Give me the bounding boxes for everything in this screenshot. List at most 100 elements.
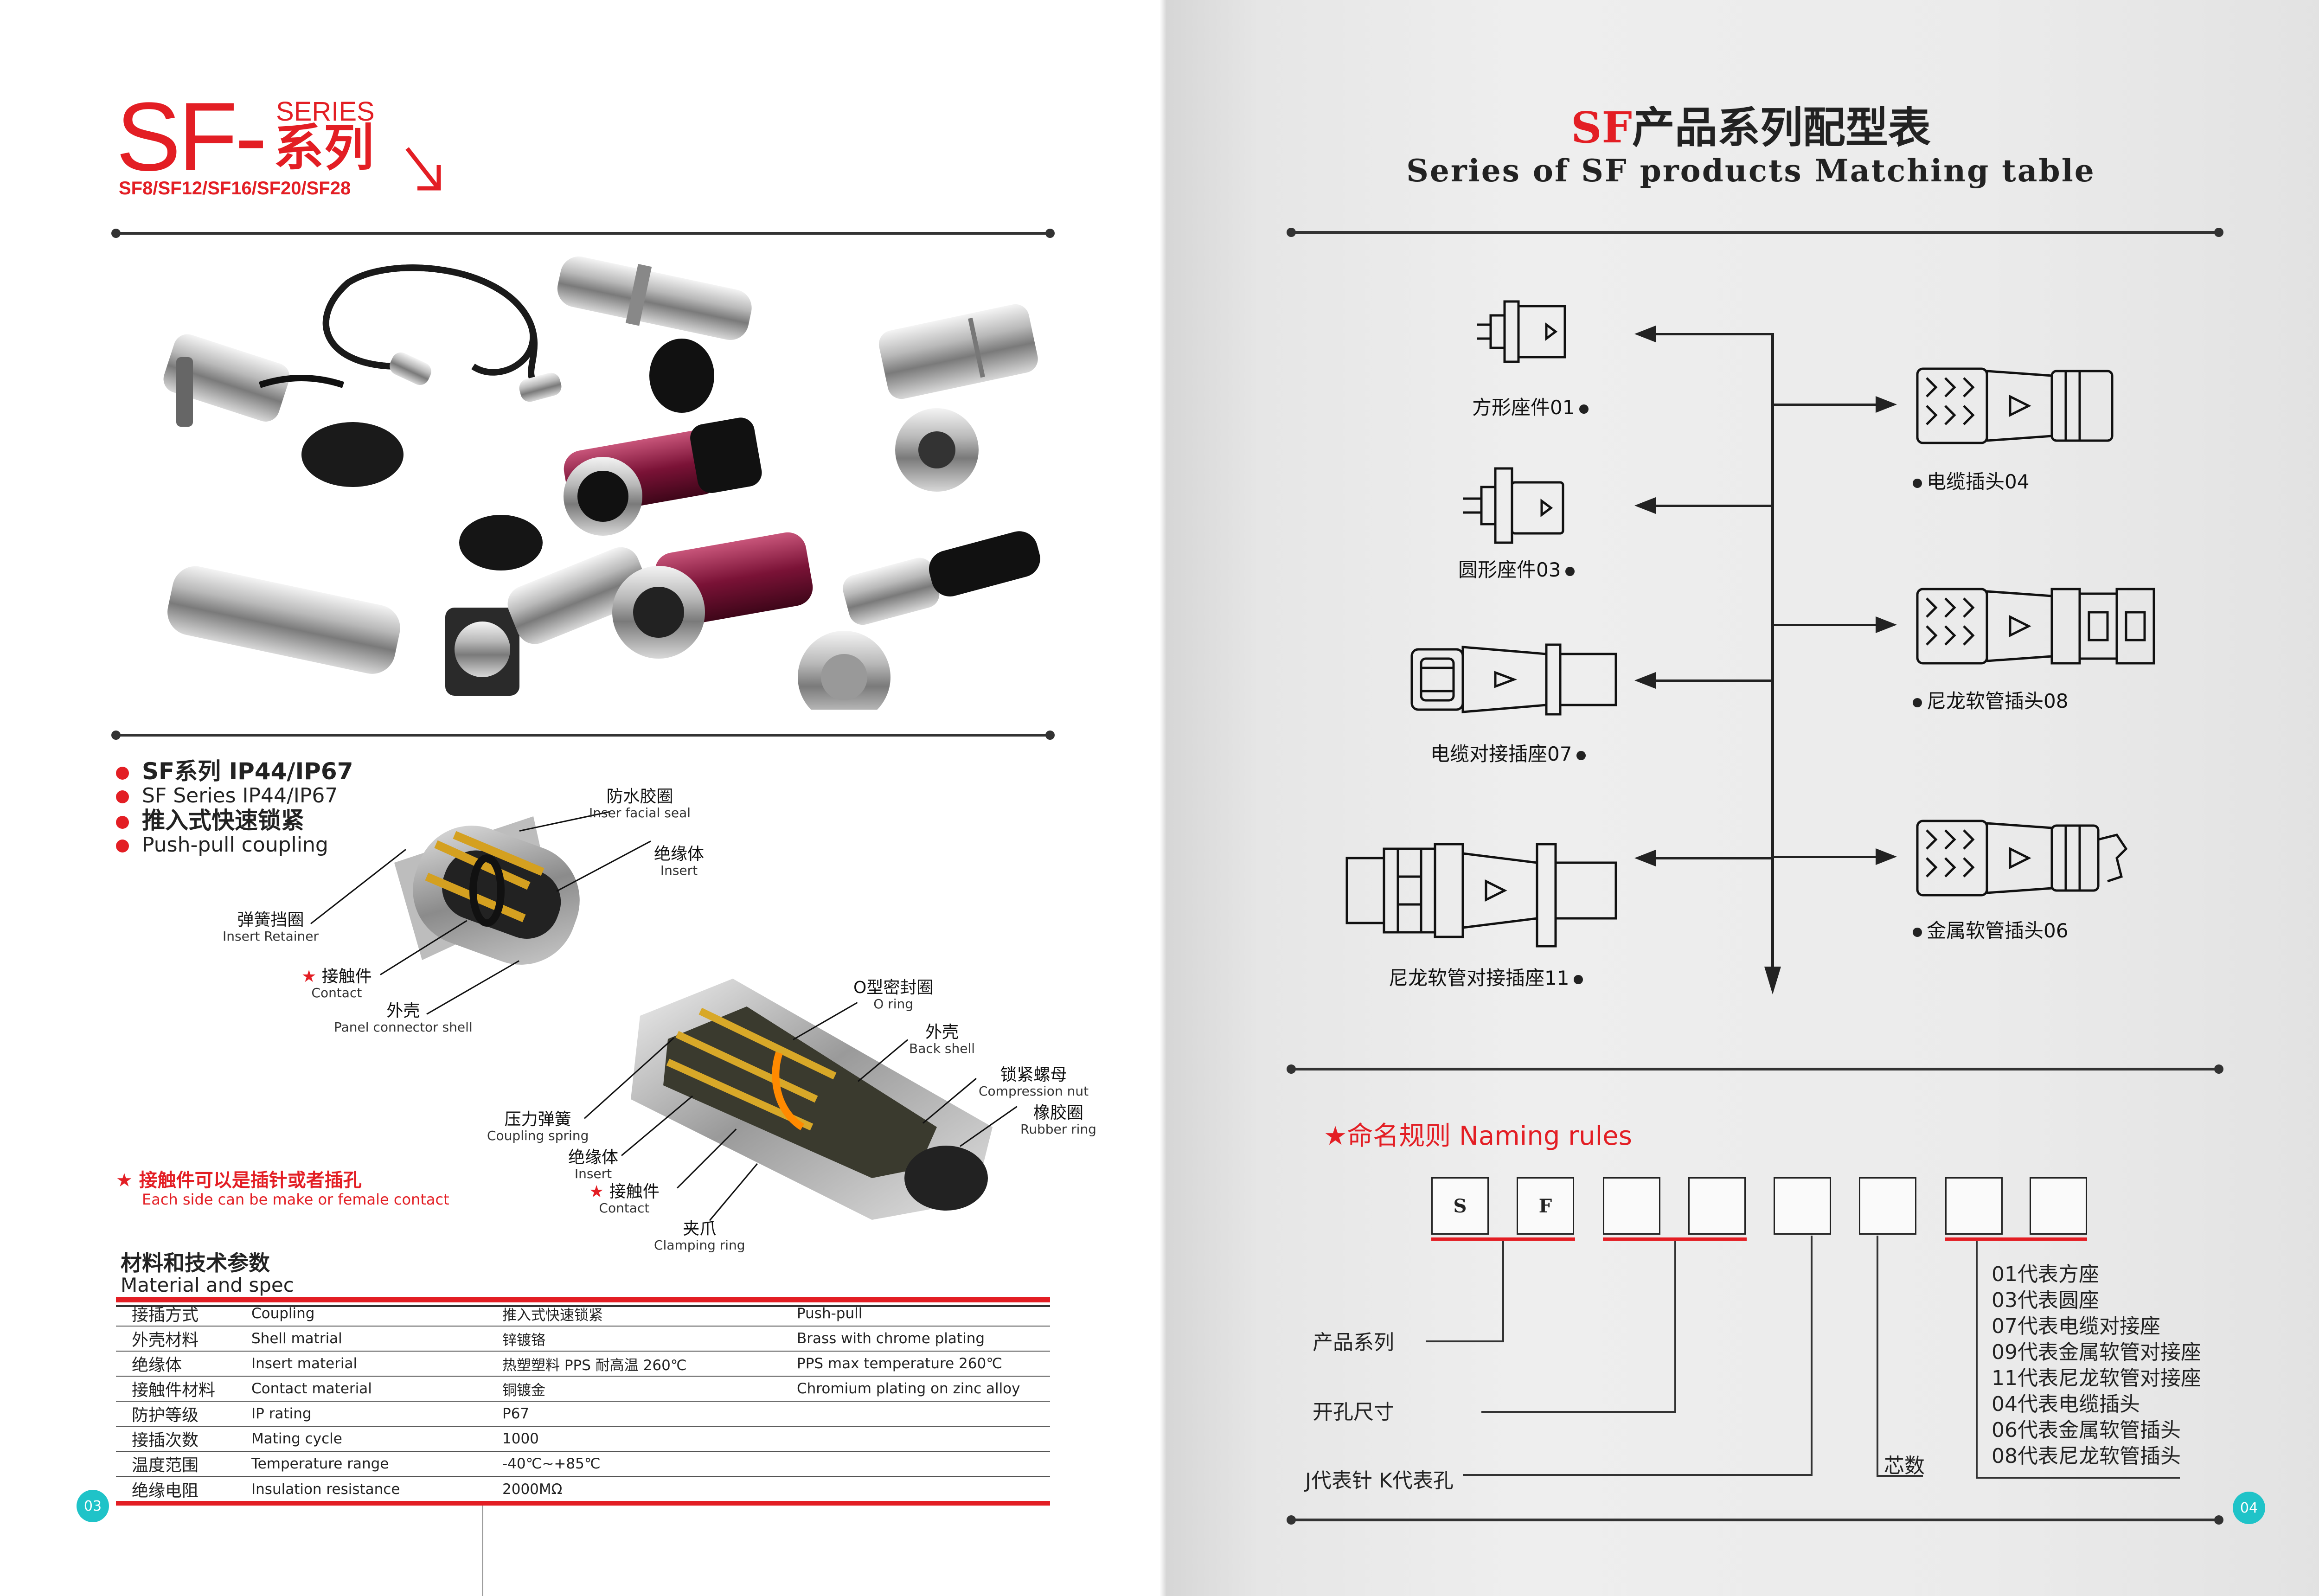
connector-line — [1426, 1340, 1504, 1342]
list-item: 11代表尼龙软管对接座 — [1992, 1366, 2201, 1390]
series-logo: SF- SERIES 系列 SF8/SF12/SF16/SF20/SF28 — [116, 88, 441, 204]
branch-line — [1653, 679, 1773, 682]
naming-box — [1859, 1177, 1916, 1235]
connector-line — [1481, 1411, 1676, 1413]
divider-mid — [111, 731, 1055, 740]
dot-icon — [1913, 927, 1922, 937]
underline-size — [1603, 1237, 1747, 1241]
feature-item: SF系列 IP44/IP67 — [116, 759, 353, 784]
logo-main: SF- — [116, 82, 267, 191]
bullet-icon — [116, 840, 129, 852]
arrow-down-right-icon — [405, 147, 441, 191]
dot-icon — [1913, 698, 1922, 707]
dot-icon — [1913, 478, 1922, 488]
label-series: 产品系列 — [1313, 1331, 1394, 1354]
feature-item: SF Series IP44/IP67 — [116, 784, 353, 808]
connector-line — [1463, 1474, 1813, 1476]
panel-connector-cutaway — [394, 816, 580, 965]
branch-line — [1773, 404, 1879, 406]
logo-models: SF8/SF12/SF16/SF20/SF28 — [119, 178, 351, 199]
connector-line — [1877, 1236, 1878, 1477]
list-item: 06代表金属软管插头 — [1992, 1418, 2181, 1442]
nylon-coupler-drawing — [1345, 843, 1617, 948]
list-item: 01代表方座 — [1992, 1263, 2099, 1286]
naming-box — [2030, 1177, 2087, 1235]
arrow-right-icon — [1876, 396, 1897, 413]
plug-cutaway — [631, 979, 993, 1220]
square-socket-drawing — [1477, 300, 1566, 363]
product-label-04: 电缆插头04 — [1908, 466, 2029, 494]
spec-table-top-border-2 — [116, 1305, 1050, 1307]
divider-top — [111, 229, 1055, 238]
list-item: 09代表金属软管对接座 — [1992, 1340, 2201, 1364]
connector-line — [1502, 1241, 1504, 1341]
spec-title: 材料和技术参数 Material and spec — [121, 1250, 294, 1296]
list-item: 07代表电缆对接座 — [1992, 1314, 2160, 1338]
dot-icon — [1565, 566, 1575, 576]
column-divider — [482, 1506, 483, 1596]
right-page: SF产品系列配型表 Series of SF products Matching… — [1166, 0, 2319, 1596]
branch-line — [1653, 333, 1773, 335]
arrow-left-icon — [1634, 497, 1656, 514]
divider-title — [1287, 228, 2223, 237]
dot-icon — [1574, 974, 1583, 984]
label-size: 开孔尺寸 — [1313, 1400, 1394, 1424]
naming-box — [1774, 1177, 1831, 1235]
branch-line — [1653, 505, 1773, 507]
divider-bottom — [1287, 1515, 2223, 1525]
branch-line — [1773, 856, 1879, 858]
arrow-down-icon — [1764, 967, 1781, 994]
dot-icon — [1576, 750, 1586, 760]
list-item: 04代表电缆插头 — [1992, 1392, 2140, 1416]
naming-box — [1945, 1177, 2003, 1235]
arrow-right-icon — [1876, 848, 1897, 865]
left-page: SF- SERIES 系列 SF8/SF12/SF16/SF20/SF28 — [77, 88, 1096, 1596]
product-label-06: 金属软管插头06 — [1908, 915, 2068, 943]
nylon-plug-drawing — [1916, 588, 2155, 665]
divider-mid — [1287, 1064, 2223, 1074]
naming-box: S — [1431, 1177, 1489, 1235]
spec-table-top-border — [116, 1297, 1050, 1302]
round-socket-drawing — [1463, 467, 1564, 544]
feature-item: Push-pull coupling — [116, 833, 353, 857]
bullet-icon — [116, 790, 129, 803]
connector-line — [1811, 1236, 1813, 1476]
label-jk: J代表针 K代表孔 — [1305, 1469, 1454, 1493]
page-title: SF产品系列配型表 Series of SF products Matching… — [1406, 103, 2095, 189]
list-item: 03代表圆座 — [1992, 1288, 2099, 1312]
logo-cn: 系列 — [274, 119, 374, 177]
product-label-08: 尼龙软管插头08 — [1908, 686, 2068, 714]
product-label-01: 方形座件01 — [1472, 392, 1593, 420]
naming-box — [1688, 1177, 1746, 1235]
tree-trunk — [1771, 333, 1774, 968]
connector-line — [1976, 1241, 1978, 1479]
branch-line — [1773, 624, 1879, 626]
underline-type — [1945, 1237, 2087, 1241]
product-label-03: 圆形座件03 — [1458, 554, 1579, 583]
label-cores: 芯数 — [1884, 1454, 1925, 1478]
arrow-left-icon — [1634, 326, 1656, 342]
connector-line — [1976, 1477, 2180, 1479]
connector-line — [1877, 1475, 1923, 1477]
product-label-07: 电缆对接插座07 — [1430, 738, 1590, 767]
feature-list: SF系列 IP44/IP67 SF Series IP44/IP67 推入式快速… — [116, 759, 353, 857]
page-number: 04 — [2233, 1492, 2265, 1524]
cable-plug-drawing — [1916, 367, 2114, 444]
feature-item: 推入式快速锁紧 — [116, 808, 353, 833]
